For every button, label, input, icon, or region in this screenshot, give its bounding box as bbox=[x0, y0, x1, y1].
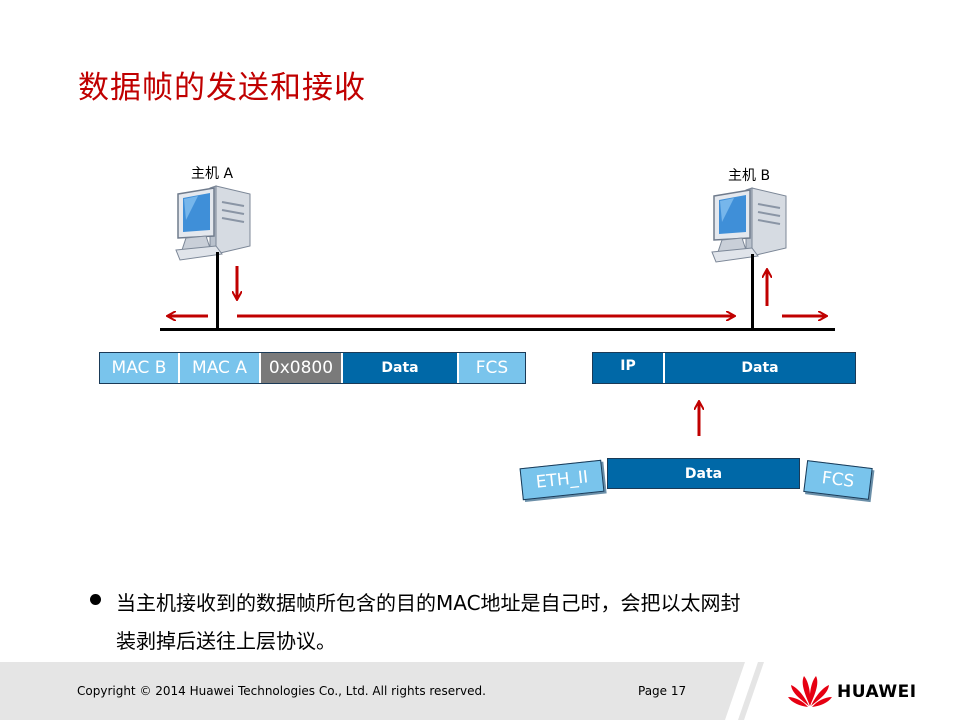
packet-outline bbox=[592, 352, 856, 384]
huawei-logo-icon bbox=[788, 676, 832, 707]
frame-outline bbox=[99, 352, 526, 384]
host-a-label: 主机 A bbox=[191, 166, 234, 182]
frame-fcs: FCS bbox=[459, 353, 525, 383]
network-bus-line bbox=[160, 328, 835, 331]
computer-b-icon bbox=[711, 187, 787, 263]
host-b-label: 主机 B bbox=[728, 168, 771, 184]
packet-ip-header: IP bbox=[593, 353, 665, 383]
footer-logo-area bbox=[820, 662, 960, 720]
bullet-point-icon bbox=[90, 594, 101, 605]
host-a-drop-line bbox=[216, 252, 219, 331]
page-title: 数据帧的发送和接收 bbox=[78, 70, 366, 106]
huawei-brand-text: HUAWEI bbox=[837, 682, 917, 702]
frame-src-mac: MAC A bbox=[180, 353, 261, 383]
frame-data: Data bbox=[343, 353, 459, 383]
page-number: Page 17 bbox=[638, 684, 687, 698]
decap-data: Data bbox=[607, 458, 800, 489]
frame-type: 0x0800 bbox=[261, 353, 343, 383]
bullet-text-line1: 当主机接收到的数据帧所包含的目的MAC地址是自己时，会把以太网封 bbox=[116, 591, 741, 615]
footer-divider-shape bbox=[725, 662, 820, 720]
copyright-text: Copyright © 2014 Huawei Technologies Co.… bbox=[77, 684, 486, 698]
bullet-text-line2: 装剥掉后送往上层协议。 bbox=[116, 629, 336, 653]
frame-dest-mac: MAC B bbox=[100, 353, 180, 383]
packet-data: Data bbox=[665, 353, 855, 383]
host-b-drop-line bbox=[751, 254, 754, 331]
